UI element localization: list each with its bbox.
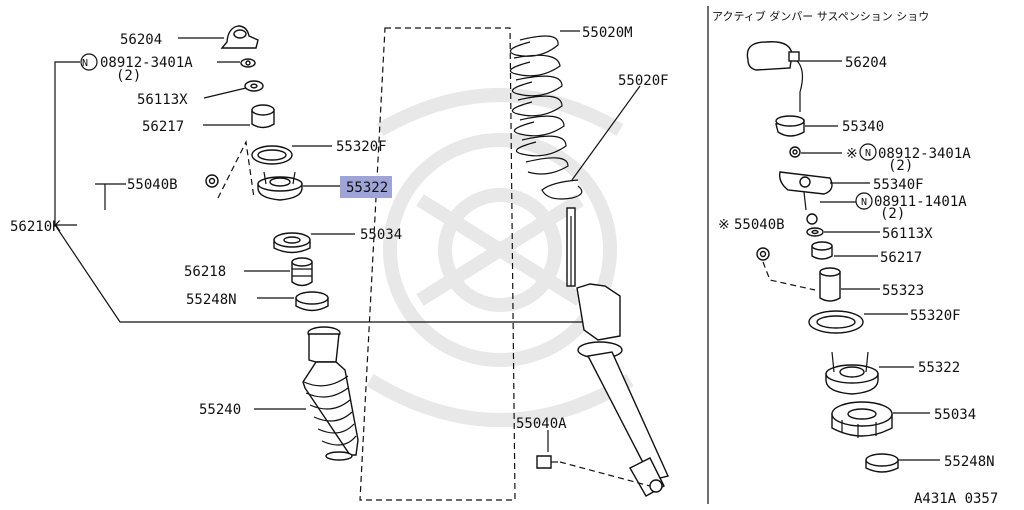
circled-n-icon bbox=[855, 192, 873, 210]
highlight-55322 bbox=[340, 176, 392, 198]
label-55040b[interactable]: 55040B bbox=[127, 177, 178, 193]
circled-n-letter: N bbox=[865, 148, 871, 159]
circled-n-letter: N bbox=[82, 58, 88, 69]
label-r-55034[interactable]: 55034 bbox=[934, 407, 976, 423]
label-r-55340[interactable]: 55340 bbox=[842, 119, 884, 135]
part-56113x-washer[interactable] bbox=[244, 80, 264, 92]
label-55034[interactable]: 55034 bbox=[360, 227, 402, 243]
label-56113x[interactable]: 56113X bbox=[137, 92, 188, 108]
part-55240-boot[interactable] bbox=[302, 326, 359, 461]
label-56210k[interactable]: 56210K bbox=[10, 219, 61, 235]
shock-group-dashed-outline bbox=[359, 27, 516, 501]
label-55020m[interactable]: 55020M bbox=[582, 25, 633, 41]
label-nut-qty: (2) bbox=[116, 68, 141, 84]
part-56217-right[interactable] bbox=[811, 241, 833, 260]
part-56204-actuator[interactable] bbox=[746, 41, 803, 112]
label-r-nut-qty: (2) bbox=[888, 158, 913, 174]
diagram-id: A431A 0357 bbox=[914, 491, 998, 507]
part-55040b-nut-right[interactable] bbox=[756, 213, 818, 261]
label-55322[interactable]: 55322 bbox=[346, 180, 388, 196]
section-title: アクティブ ダンパー サスペンション ショウ bbox=[712, 9, 929, 23]
label-55248n[interactable]: 55248N bbox=[186, 292, 237, 308]
label-nut-08912[interactable]: 08912-3401A bbox=[100, 55, 193, 71]
label-56204[interactable]: 56204 bbox=[120, 32, 162, 48]
circled-n-icon bbox=[859, 143, 877, 161]
part-56113x-right[interactable] bbox=[806, 227, 824, 237]
label-r-bolt-08911[interactable]: 08911-1401A bbox=[874, 194, 967, 210]
part-55248n-right[interactable] bbox=[865, 453, 899, 473]
part-55040b-nut[interactable] bbox=[205, 174, 219, 188]
label-r-55040b[interactable]: 55040B bbox=[734, 217, 785, 233]
part-55248n-insulator[interactable] bbox=[295, 291, 329, 312]
label-r-55340f[interactable]: 55340F bbox=[873, 177, 924, 193]
label-r-55248n[interactable]: 55248N bbox=[944, 454, 995, 470]
part-56204-cap[interactable] bbox=[220, 25, 259, 49]
part-56217-bushing[interactable] bbox=[251, 104, 275, 129]
watermark-emblem bbox=[366, 88, 634, 427]
part-nut-08912[interactable] bbox=[240, 58, 256, 68]
label-r-55320f[interactable]: 55320F bbox=[910, 308, 961, 324]
part-55034-ring[interactable] bbox=[273, 232, 311, 254]
label-r-nut-08912[interactable]: 08912-3401A bbox=[878, 146, 971, 162]
part-55322-right[interactable] bbox=[825, 351, 879, 395]
part-55034-right[interactable] bbox=[831, 401, 893, 438]
part-55020m-spring[interactable] bbox=[509, 35, 569, 175]
note-mark: ※ bbox=[718, 217, 730, 233]
part-55340[interactable] bbox=[775, 115, 805, 137]
part-55323[interactable] bbox=[819, 267, 841, 302]
label-r-bolt-qty: (2) bbox=[880, 206, 905, 222]
label-56217[interactable]: 56217 bbox=[142, 119, 184, 135]
part-55322-mount[interactable] bbox=[257, 171, 303, 201]
part-nut-08912-right[interactable] bbox=[789, 146, 801, 158]
part-55320f-right[interactable] bbox=[808, 310, 864, 334]
label-r-56217[interactable]: 56217 bbox=[880, 250, 922, 266]
part-55340f[interactable] bbox=[778, 171, 833, 211]
part-55320f-seal[interactable] bbox=[251, 145, 293, 165]
label-56218[interactable]: 56218 bbox=[184, 264, 226, 280]
part-56218-stopper[interactable] bbox=[291, 257, 313, 287]
label-r-56113x[interactable]: 56113X bbox=[882, 226, 933, 242]
label-55040a[interactable]: 55040A bbox=[516, 416, 567, 432]
label-r-56204[interactable]: 56204 bbox=[845, 55, 887, 71]
part-shock-absorber[interactable] bbox=[566, 207, 669, 497]
label-55240[interactable]: 55240 bbox=[199, 402, 241, 418]
label-r-55323[interactable]: 55323 bbox=[882, 283, 924, 299]
label-r-55322[interactable]: 55322 bbox=[918, 360, 960, 376]
circled-n-icon bbox=[80, 53, 98, 71]
part-55020f-seat[interactable] bbox=[541, 179, 583, 200]
note-mark: ※ bbox=[846, 146, 858, 162]
part-55040a-bolt[interactable] bbox=[536, 455, 558, 469]
label-55320f[interactable]: 55320F bbox=[336, 139, 387, 155]
label-55020f[interactable]: 55020F bbox=[618, 73, 669, 89]
circled-n-letter: N bbox=[861, 197, 867, 208]
